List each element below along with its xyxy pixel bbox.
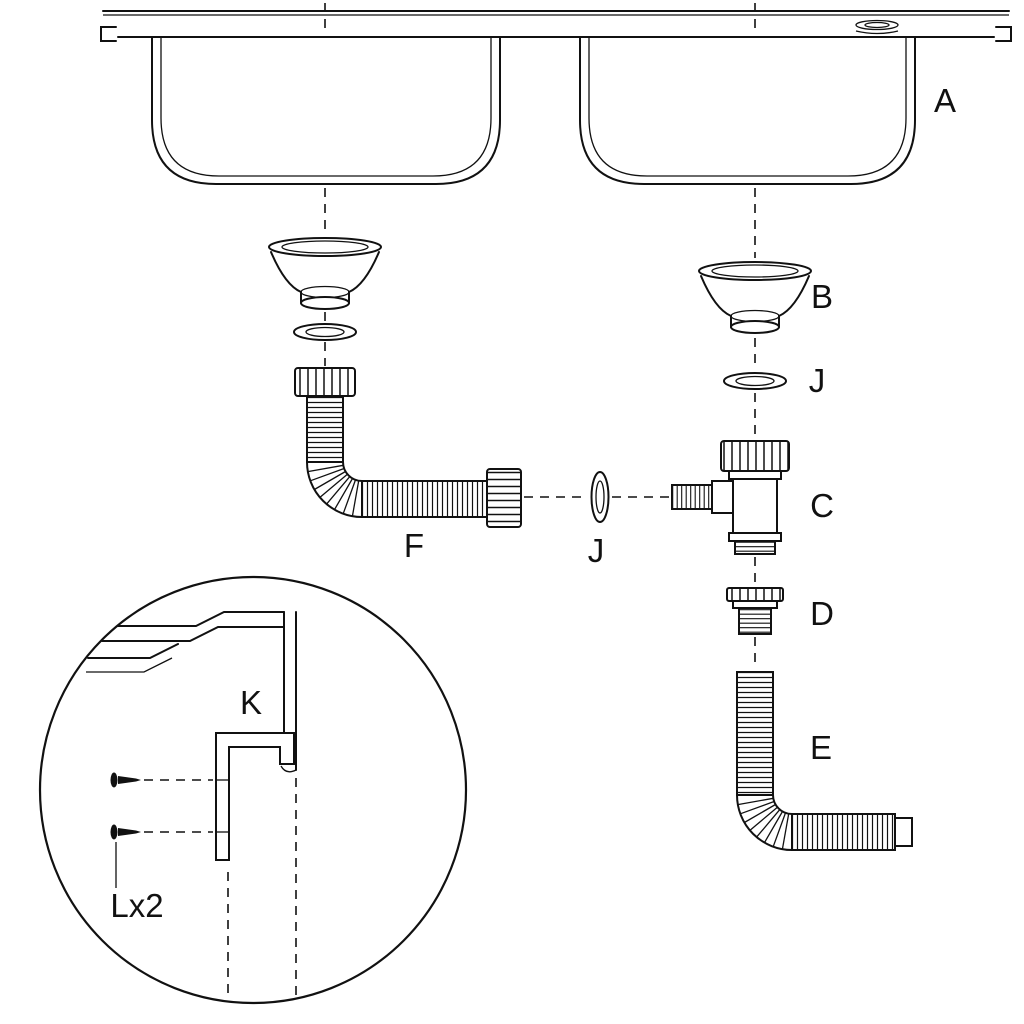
f-swivel-nut-top <box>294 367 356 397</box>
c-top-flange <box>728 470 782 480</box>
label-j-right: J <box>809 362 826 399</box>
screw-1 <box>110 772 213 788</box>
bracket-k <box>215 732 295 861</box>
countertop-section <box>86 611 285 673</box>
screw-2 <box>110 824 213 840</box>
faucet-hole <box>855 19 899 35</box>
f-horizontal-corrugation <box>361 480 491 518</box>
f-vertical-corrugation <box>306 395 344 463</box>
strainer-left <box>268 237 382 310</box>
c-side-collar <box>711 480 734 514</box>
label-f: F <box>404 527 424 564</box>
f-bend-corrugation <box>307 464 360 517</box>
flex-pipe-e <box>736 671 913 851</box>
e-outlet-end <box>894 817 913 847</box>
bowl-right <box>579 37 916 185</box>
c-bottom-flange <box>728 532 782 542</box>
f-swivel-nut-end <box>486 468 522 528</box>
sink-unit <box>100 3 1012 185</box>
label-l: Lx2 <box>110 887 163 924</box>
label-c: C <box>810 487 834 524</box>
e-bend-corrugation <box>737 797 790 850</box>
c-body <box>732 478 778 534</box>
label-d: D <box>810 595 834 632</box>
label-j-mid: J <box>588 532 605 569</box>
gasket-j-mid <box>590 471 610 523</box>
sink-edge-section <box>280 611 297 773</box>
gasket-left <box>293 323 357 341</box>
c-side-thread <box>671 484 713 510</box>
label-a: A <box>934 82 956 119</box>
tailpiece-d <box>726 587 784 635</box>
label-b: B <box>811 278 833 315</box>
mounting-clip-right <box>995 26 1012 42</box>
d-ridged-flange <box>726 587 784 602</box>
label-k: K <box>240 684 262 721</box>
c-top-nut <box>720 440 790 472</box>
detail-circle <box>38 575 468 1005</box>
label-e: E <box>810 729 832 766</box>
c-bottom-thread <box>734 540 776 555</box>
flex-pipe-f <box>294 367 522 528</box>
mounting-clip-left <box>100 26 117 42</box>
trap-tee-c <box>671 440 790 555</box>
d-thread <box>738 607 772 635</box>
e-vertical-corrugation <box>736 671 774 796</box>
gasket-j-right <box>723 372 787 390</box>
d-collar <box>732 600 778 609</box>
bowl-left <box>151 37 501 185</box>
e-horizontal-corrugation <box>791 813 896 851</box>
strainer-b <box>698 261 812 334</box>
detail-view <box>38 575 468 1005</box>
